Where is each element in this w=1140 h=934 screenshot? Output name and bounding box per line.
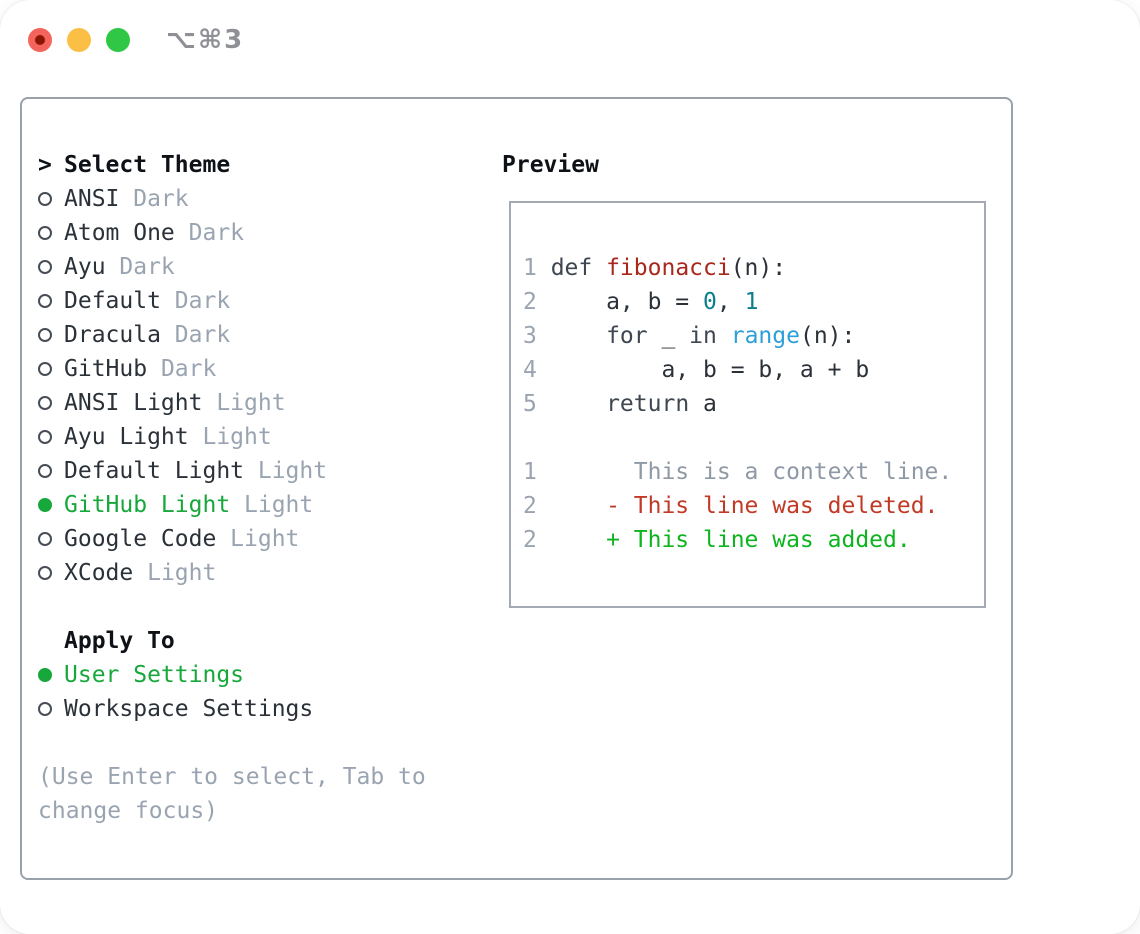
line-number: 5 xyxy=(523,391,537,417)
theme-name: Default xyxy=(64,288,161,314)
line-number: 2 xyxy=(523,493,537,519)
code-line: 1 This is a context line. xyxy=(523,455,972,489)
line-number: 2 xyxy=(523,289,537,315)
radio-selected-icon xyxy=(38,498,52,512)
select-theme-heading: Select Theme xyxy=(64,152,231,178)
code-line: 2 + This line was added. xyxy=(523,523,972,557)
close-button-dot xyxy=(35,35,45,45)
minimize-button[interactable] xyxy=(67,28,91,52)
line-number: 2 xyxy=(523,527,537,553)
line-number: 1 xyxy=(523,459,537,485)
theme-option-atom-one[interactable]: Atom One Dark xyxy=(38,216,470,250)
theme-variant: Light xyxy=(257,458,328,484)
radio-icon xyxy=(38,430,52,444)
apply-option-workspace-settings[interactable]: Workspace Settings xyxy=(38,692,470,726)
theme-option-default-light[interactable]: Default Light Light xyxy=(38,454,470,488)
theme-variant: Dark xyxy=(174,322,231,348)
apply-to-heading: Apply To xyxy=(64,628,175,654)
radio-icon xyxy=(38,192,52,206)
line-number: 3 xyxy=(523,323,537,349)
theme-option-ayu-light[interactable]: Ayu Light Light xyxy=(38,420,470,454)
apply-option-label: Workspace Settings xyxy=(64,696,314,722)
code-line: 2 a, b = 0, 1 xyxy=(523,285,972,319)
apply-option-label: User Settings xyxy=(64,662,245,688)
theme-option-default[interactable]: Default Dark xyxy=(38,284,470,318)
theme-name: Google Code xyxy=(64,526,217,552)
radio-icon xyxy=(38,294,52,308)
radio-icon xyxy=(38,226,52,240)
theme-name: GitHub xyxy=(64,356,148,382)
code-line: 4 a, b = b, a + b xyxy=(523,353,972,387)
apply-option-user-settings[interactable]: User Settings xyxy=(38,658,470,692)
radio-icon xyxy=(38,532,52,546)
theme-option-github-light[interactable]: GitHub Light Light xyxy=(38,488,470,522)
radio-selected-icon xyxy=(38,668,52,682)
theme-name: Ayu Light xyxy=(64,424,189,450)
theme-name: Ayu xyxy=(64,254,106,280)
theme-variant: Dark xyxy=(160,356,217,382)
radio-icon xyxy=(38,566,52,580)
select-theme-header-row: > Select Theme xyxy=(38,148,470,182)
keyboard-hint: (Use Enter to select, Tab to change focu… xyxy=(38,764,426,824)
theme-variant: Dark xyxy=(188,220,245,246)
code-line: 5 return a xyxy=(523,387,972,421)
preview-heading: Preview xyxy=(502,152,599,178)
theme-variant: Dark xyxy=(119,254,175,280)
theme-variant: Light xyxy=(230,526,300,552)
theme-name: XCode xyxy=(64,560,134,586)
window-title: ⌥⌘3 xyxy=(166,25,245,55)
theme-option-ansi[interactable]: ANSI Dark xyxy=(38,182,470,216)
theme-variant: Light xyxy=(244,492,314,518)
theme-variant: Light xyxy=(202,424,272,450)
apply-to-header-row: Apply To xyxy=(38,624,470,658)
theme-name: Default Light xyxy=(64,458,245,484)
radio-icon xyxy=(38,328,52,342)
theme-name: Dracula xyxy=(64,322,161,348)
code-line: 3 for _ in range(n): xyxy=(523,319,972,353)
theme-option-xcode[interactable]: XCode Light xyxy=(38,556,470,590)
prompt-chevron-icon: > xyxy=(38,152,52,178)
radio-icon xyxy=(38,396,52,410)
theme-variant: Dark xyxy=(174,288,231,314)
zoom-button[interactable] xyxy=(106,28,130,52)
theme-variant: Light xyxy=(216,390,286,416)
close-button[interactable] xyxy=(28,28,52,52)
radio-icon xyxy=(38,464,52,478)
theme-option-ansi-light[interactable]: ANSI Light Light xyxy=(38,386,470,420)
code-line: 2 - This line was deleted. xyxy=(523,489,972,523)
theme-option-ayu[interactable]: Ayu Dark xyxy=(38,250,470,284)
theme-option-dracula[interactable]: Dracula Dark xyxy=(38,318,470,352)
theme-name: Atom One xyxy=(64,220,175,246)
spacer xyxy=(38,726,470,760)
theme-option-google-code[interactable]: Google Code Light xyxy=(38,522,470,556)
line-number xyxy=(523,421,537,455)
theme-option-github[interactable]: GitHub Dark xyxy=(38,352,470,386)
line-number: 1 xyxy=(523,255,537,281)
theme-variant: Dark xyxy=(133,186,189,212)
radio-icon xyxy=(38,702,52,716)
theme-name: ANSI xyxy=(64,186,120,212)
titlebar: ⌥⌘3 xyxy=(28,25,244,55)
code-line xyxy=(523,421,972,455)
theme-name: GitHub Light xyxy=(64,492,231,518)
radio-icon xyxy=(38,362,52,376)
line-number: 4 xyxy=(523,357,537,383)
theme-variant: Light xyxy=(147,560,217,586)
theme-name: ANSI Light xyxy=(64,390,203,416)
spacer xyxy=(38,590,470,624)
radio-icon xyxy=(38,260,52,274)
